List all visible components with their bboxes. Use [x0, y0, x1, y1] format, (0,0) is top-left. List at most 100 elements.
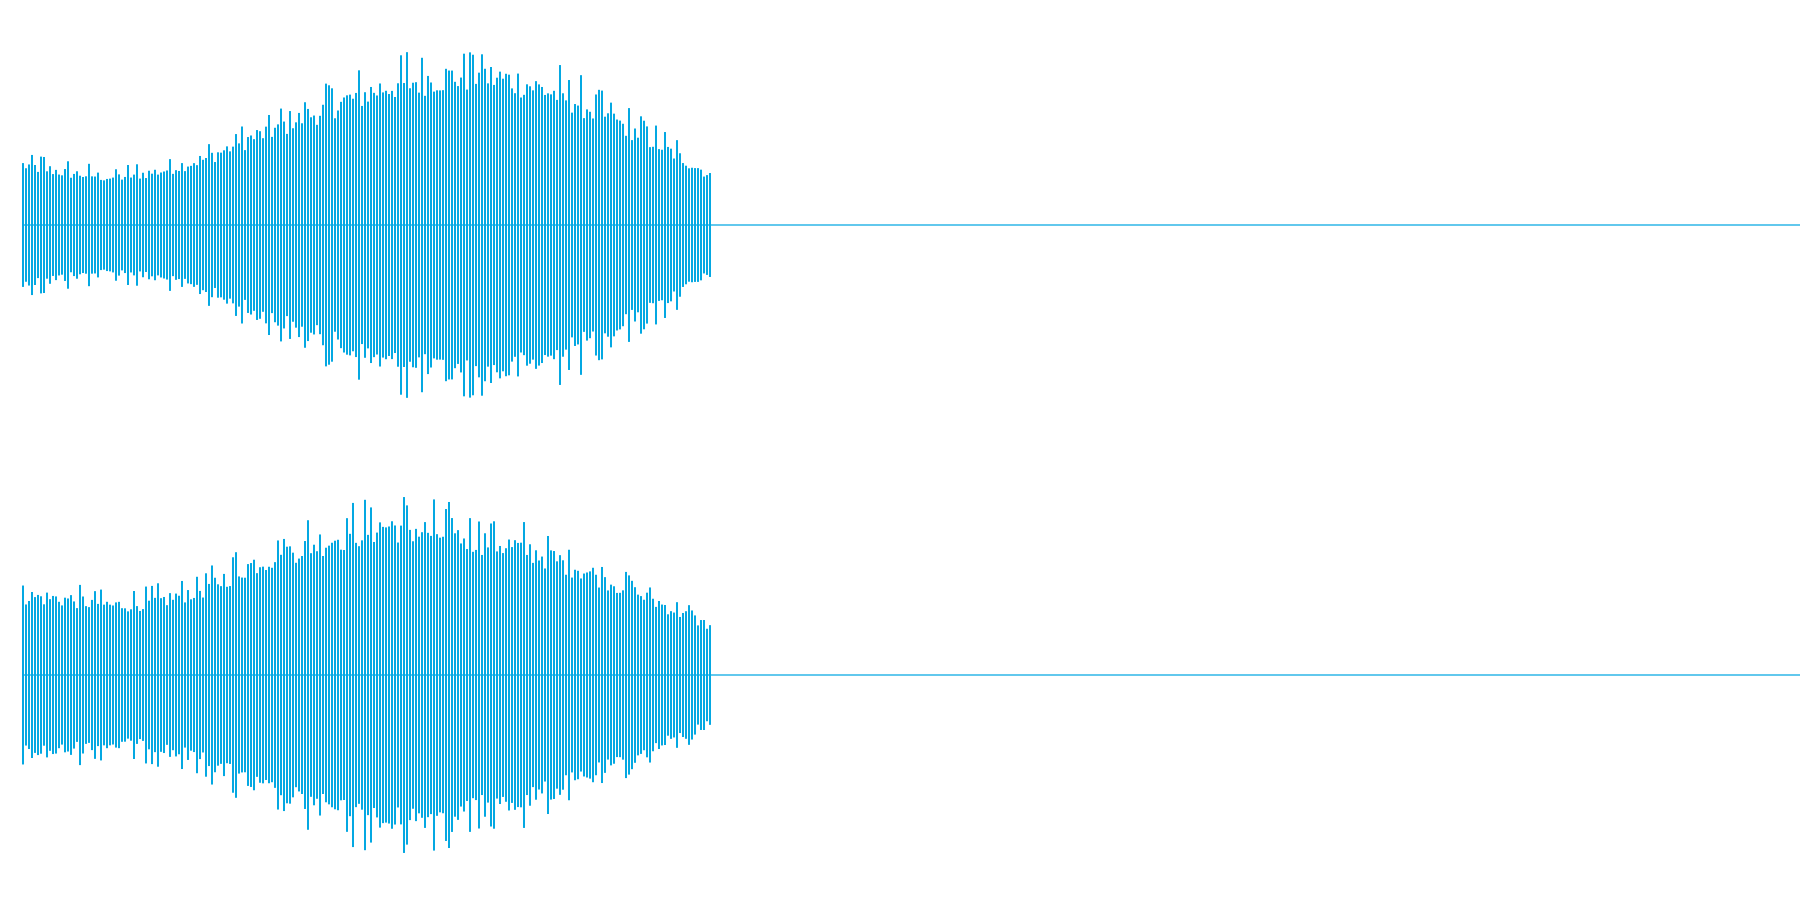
- waveform-bar: [709, 625, 711, 725]
- waveform-bar: [685, 165, 687, 285]
- waveform-bar: [592, 118, 594, 332]
- waveform-bar: [52, 595, 54, 755]
- waveform-bar: [649, 587, 651, 763]
- waveform-bar: [343, 97, 345, 353]
- channel-top: [22, 52, 1800, 398]
- waveform-bar: [253, 139, 255, 311]
- waveform-bar: [421, 532, 423, 818]
- waveform-bar: [556, 561, 558, 789]
- waveform-bar: [34, 597, 36, 753]
- waveform-bar: [349, 94, 351, 356]
- waveform-bar: [634, 587, 636, 763]
- waveform-bar: [505, 73, 507, 377]
- waveform-bar: [619, 592, 621, 758]
- waveform-bar: [253, 559, 255, 791]
- waveform-bar: [442, 90, 444, 360]
- waveform-bar: [409, 88, 411, 362]
- waveform-bar: [418, 536, 420, 814]
- waveform-bar: [346, 518, 348, 832]
- waveform-bar: [277, 124, 279, 326]
- waveform-bar: [127, 165, 129, 285]
- waveform-bar: [589, 111, 591, 339]
- waveform-bar: [433, 499, 435, 851]
- waveform-bar: [478, 72, 480, 378]
- waveform-bar: [547, 93, 549, 357]
- waveform-bar: [94, 591, 96, 759]
- waveform-bar: [223, 573, 225, 777]
- waveform-bar: [574, 569, 576, 781]
- waveform-bar: [352, 98, 354, 352]
- waveform-bar: [565, 100, 567, 350]
- waveform-bar: [658, 601, 660, 749]
- waveform-bar: [271, 567, 273, 783]
- waveform-bar: [340, 549, 342, 801]
- waveform-bar: [667, 146, 669, 304]
- waveform-bar: [562, 560, 564, 790]
- waveform-bar: [505, 548, 507, 802]
- waveform-bar: [445, 509, 447, 841]
- waveform-bar: [130, 609, 132, 741]
- waveform-bar: [145, 178, 147, 272]
- waveform-bar: [613, 113, 615, 337]
- waveform-bar: [391, 90, 393, 360]
- waveform-bar: [586, 109, 588, 341]
- waveform-bar: [706, 175, 708, 275]
- waveform-bar: [73, 601, 75, 749]
- waveform-bar: [25, 604, 27, 746]
- waveform-bar: [211, 152, 213, 298]
- waveform-bar: [319, 115, 321, 335]
- waveform-bar: [298, 112, 300, 338]
- waveform-bar: [265, 570, 267, 780]
- waveform-bar: [64, 169, 66, 281]
- waveform-bar: [667, 614, 669, 736]
- waveform-bar: [226, 146, 228, 304]
- waveform-bar: [652, 598, 654, 752]
- waveform-bar: [568, 80, 570, 370]
- waveform-bar: [115, 602, 117, 748]
- waveform-bar: [472, 54, 474, 396]
- waveform-bar: [106, 601, 108, 749]
- waveform-bar: [382, 92, 384, 358]
- waveform-bar: [163, 171, 165, 279]
- waveform-bar: [232, 146, 234, 304]
- waveform-bar: [586, 572, 588, 778]
- waveform-bar: [337, 110, 339, 340]
- waveform-bar: [247, 564, 249, 786]
- waveform-bar: [694, 168, 696, 282]
- waveform-bar: [145, 586, 147, 764]
- waveform-bar: [55, 169, 57, 281]
- waveform-bar: [472, 551, 474, 799]
- waveform-bar: [298, 558, 300, 792]
- waveform-bar: [493, 521, 495, 829]
- waveform-bar: [436, 90, 438, 360]
- waveform-bar: [148, 170, 150, 280]
- waveform-bar: [475, 83, 477, 367]
- waveform-bar: [631, 580, 633, 770]
- waveform-bar: [460, 77, 462, 373]
- waveform-bar: [40, 596, 42, 754]
- waveform-bar: [43, 156, 45, 294]
- waveform-bar: [634, 128, 636, 322]
- waveform-bar: [385, 527, 387, 823]
- waveform-bar: [22, 585, 24, 765]
- waveform-bar: [562, 93, 564, 357]
- waveform-bar: [82, 596, 84, 754]
- waveform-bar: [691, 610, 693, 740]
- waveform-bar: [457, 86, 459, 364]
- waveform-bar: [394, 96, 396, 354]
- waveform-bar: [451, 70, 453, 380]
- waveform-bar: [442, 536, 444, 814]
- waveform-bar: [598, 89, 600, 361]
- waveform-bar: [331, 88, 333, 362]
- waveform-bar: [388, 526, 390, 824]
- waveform-bar: [346, 95, 348, 355]
- waveform-bar: [700, 620, 702, 730]
- waveform-bar: [535, 550, 537, 800]
- waveform-bar: [490, 67, 492, 383]
- waveform-bar: [709, 173, 711, 277]
- waveform-bar: [139, 178, 141, 272]
- waveform-bar: [466, 89, 468, 361]
- waveform-bar: [154, 169, 156, 281]
- waveform-bar: [661, 604, 663, 746]
- waveform-bar: [523, 522, 525, 828]
